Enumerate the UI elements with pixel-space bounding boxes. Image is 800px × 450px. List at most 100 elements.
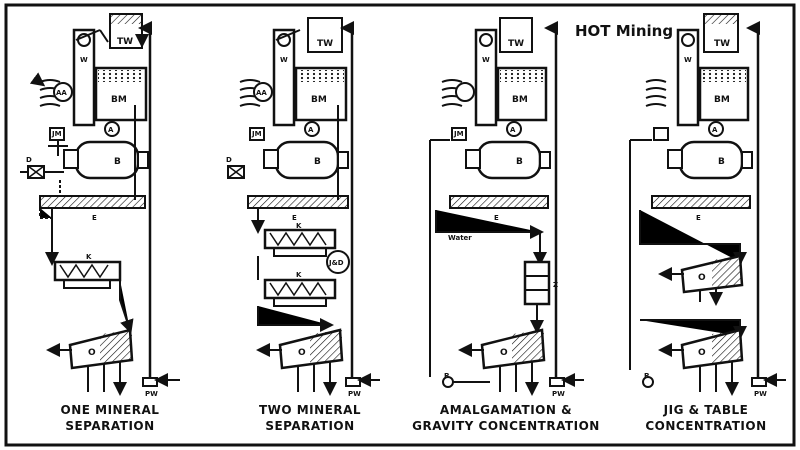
amalgamator-label: AA (56, 89, 67, 97)
jig-motor (249, 127, 265, 141)
mill-motor (104, 121, 120, 137)
jig-motor-label: JM (51, 130, 62, 138)
caption-four-line1: JIG & TABLE (663, 403, 749, 417)
classifier-label: B (516, 157, 523, 167)
gravity-separator: Z (523, 260, 558, 306)
classifier-drum: B (667, 140, 753, 180)
pump-label: PW (754, 390, 767, 398)
belt-label: W (80, 56, 88, 64)
jig-unit-lower: K (263, 271, 337, 307)
panel-one-mineral-separation: TW W BM AA A B JM (20, 13, 180, 433)
launder (449, 195, 549, 209)
belt-label: W (280, 56, 288, 64)
amalgamator (441, 79, 475, 107)
jig-motor-label: JM (453, 130, 464, 138)
jig-label: K (296, 271, 302, 279)
amalgamator (645, 79, 667, 107)
pump-label: PW (145, 390, 158, 398)
launder-label: E (92, 214, 97, 222)
panel-amalgamation-gravity: TW W BM A B JM E Water Z (412, 17, 600, 433)
water-pump (751, 377, 767, 387)
jig-unit: K (53, 253, 122, 289)
table-label: O (88, 348, 96, 358)
mill-label: BM (311, 95, 327, 105)
recycle-pump-label: P (644, 372, 649, 380)
jig-motor (451, 127, 467, 141)
mill-motor (304, 121, 320, 137)
tank-label: TW (508, 39, 524, 49)
pump-label: PW (348, 390, 361, 398)
table-label: O (298, 348, 306, 358)
water-tank (499, 17, 533, 53)
caption-two-line1: TWO MINERAL (259, 403, 361, 417)
classifier-label: B (114, 157, 121, 167)
launder (651, 195, 751, 209)
caption-three-line2: GRAVITY CONCENTRATION (412, 419, 600, 433)
recycle-pump-label: P (444, 372, 449, 380)
bucket-elevator (676, 28, 700, 127)
outer-frame (4, 3, 796, 447)
panel-two-mineral-separation: TW W BM AA A B JM D E K (226, 17, 380, 433)
water-pump (142, 377, 158, 387)
drive-label: D (26, 156, 32, 164)
bucket-elevator (474, 28, 498, 127)
caption-two-line2: SEPARATION (265, 419, 354, 433)
recycle-pump (642, 376, 654, 388)
jig-unit-upper: K (263, 222, 337, 257)
jig-label: K (296, 222, 302, 230)
tank-label: TW (117, 37, 133, 47)
caption-one-line1: ONE MINERAL (61, 403, 160, 417)
water-pump (345, 377, 361, 387)
amalgamator: AA (239, 79, 273, 107)
amalgamator: AA (29, 72, 73, 107)
water-label: Water (448, 234, 472, 242)
table-label: O (698, 273, 706, 283)
bucket-elevator (72, 28, 96, 127)
shaking-table-lower: O (658, 328, 742, 392)
water-pump (549, 377, 565, 387)
tank-label: TW (714, 39, 730, 49)
belt-label: W (482, 56, 490, 64)
belt-label: W (684, 56, 692, 64)
table-label: O (698, 348, 706, 358)
caption-four-line2: CONCENTRATION (645, 419, 766, 433)
launder-label: E (494, 214, 499, 222)
drive-label: D (226, 156, 232, 164)
mill-motor (708, 121, 724, 137)
brand-title: HOT Mining (575, 22, 673, 40)
mill-motor-label: A (108, 126, 114, 134)
jig-drive (326, 250, 350, 274)
jig-label: K (86, 253, 92, 261)
caption-one-line2: SEPARATION (65, 419, 154, 433)
classifier-drum: B (63, 140, 149, 180)
mill-motor-label: A (712, 126, 718, 134)
mill-label: BM (111, 95, 127, 105)
launder-label: E (292, 214, 297, 222)
shaking-table: O (46, 328, 134, 392)
panel-jig-table: TW W BM A B E Water O (629, 13, 786, 433)
launder-label: E (696, 214, 701, 222)
shaking-table: O (458, 328, 546, 392)
launder (39, 195, 146, 209)
bucket-elevator (272, 28, 296, 127)
tank-label: TW (317, 39, 333, 49)
mill-label: BM (714, 95, 730, 105)
classifier-drum: B (263, 140, 349, 180)
classifier-label: B (718, 157, 725, 167)
jig-motor-label: JM (251, 130, 262, 138)
table-label: O (500, 348, 508, 358)
caption-three-line1: AMALGAMATION & (440, 403, 572, 417)
mill-label: BM (512, 95, 528, 105)
water-tank (307, 17, 343, 53)
classifier-drum: B (465, 140, 551, 180)
mill-motor-label: A (308, 126, 314, 134)
launder (247, 195, 349, 209)
mill-motor (506, 121, 522, 137)
mill-motor-label: A (510, 126, 516, 134)
classifier-label: B (314, 157, 321, 167)
jig-drive-label: J&D (328, 259, 344, 267)
shaking-table: O (256, 328, 344, 392)
amalgamator-label: AA (256, 89, 267, 97)
shaking-table-upper: O (658, 254, 744, 302)
